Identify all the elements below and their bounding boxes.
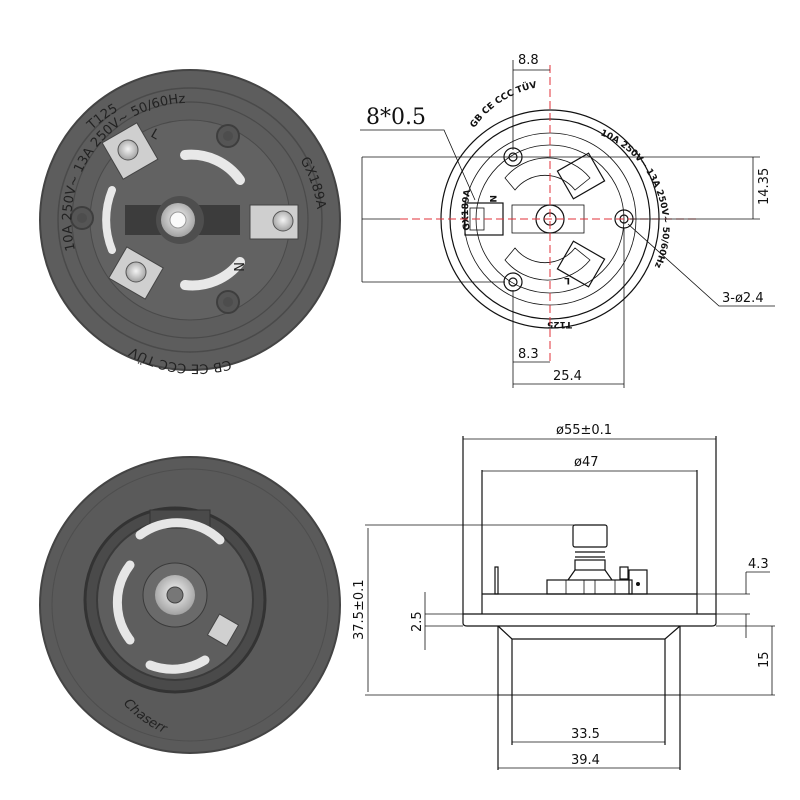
dim-25-4: 25.4: [553, 369, 582, 384]
dim-14-35: 14.35: [757, 168, 772, 205]
ring-text-bottom: T125: [547, 319, 572, 329]
dim-spigot-height: 15: [757, 651, 772, 668]
dim-hole-diameter: 3-ø2.4: [722, 291, 764, 306]
dim-flange-thickness: 2.5: [410, 611, 425, 632]
ring-text-top: GB CE CCC TÜV: [469, 81, 538, 130]
mount-hole: [216, 124, 240, 148]
ring-text-right: 10A 250V~ 13A 250V~ 50/60Hz: [599, 128, 670, 269]
dim-spigot-inner: 33.5: [571, 727, 600, 742]
dim-base-height: 4.3: [748, 557, 769, 572]
dim-spigot-outer: 39.4: [571, 753, 600, 768]
bottom-view-photo: Chaserr: [39, 456, 341, 754]
front-view-drawing: N L GB CE CCC TÜV 10A 250V~ 13A 250V~ 50…: [360, 53, 775, 388]
mount-hole: [503, 272, 523, 292]
terminal-l-label: L: [564, 275, 570, 285]
ring-text-left: GX189A: [461, 189, 473, 231]
top-view-photo: L N T125 10A 250V~ 13A 250V~ 50/60Hz GX1…: [39, 69, 341, 376]
center-pin: [546, 524, 633, 595]
dim-height: 37.5±0.1: [352, 579, 367, 640]
side-terminal: [619, 566, 648, 595]
thread-label: 8*0.5: [366, 105, 426, 130]
dim-8-8: 8.8: [518, 53, 539, 68]
dim-inner-diameter: ø47: [574, 455, 599, 470]
dim-8-3: 8.3: [518, 347, 539, 362]
terminal-n: [249, 204, 299, 240]
dim-outer-diameter: ø55±0.1: [556, 423, 612, 438]
terminal-n-label: N: [230, 262, 245, 272]
side-view-drawing: ø55±0.1 ø47 37.5±0.1 2.5 4.3 15 33.5 39.…: [352, 423, 775, 770]
terminal-n-label: N: [487, 195, 497, 203]
terminal-ground: [108, 246, 164, 300]
terminal-l: [101, 122, 159, 180]
mount-hole: [70, 206, 94, 230]
mount-hole: [216, 290, 240, 314]
terminal-l-drawing: [556, 152, 606, 288]
